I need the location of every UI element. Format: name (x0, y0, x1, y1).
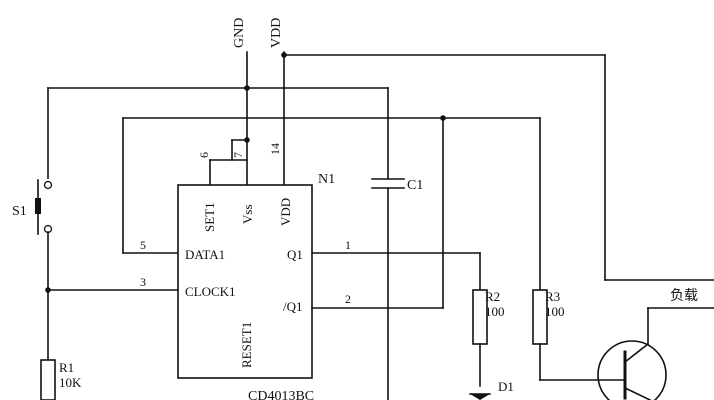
junction-dot (244, 85, 250, 91)
switch-contact (43, 180, 53, 190)
pin-vdd-label: VDD (278, 198, 293, 226)
pin-number-q: 1 (345, 238, 351, 252)
pin-vss-label: Vss (240, 204, 255, 224)
pin-data-label: DATA1 (185, 247, 225, 262)
capacitor-c1: C1 (371, 178, 423, 400)
set-pin-wire (209, 137, 250, 186)
pin-set-label: SET1 (202, 202, 217, 232)
resistor-r1: R1 10K (40, 359, 82, 400)
vdd-label: VDD (269, 18, 284, 48)
pin-qbar-label: /Q1 (283, 299, 303, 314)
pin-clock-label: CLOCK1 (185, 284, 236, 299)
gnd-label: GND (232, 18, 247, 48)
pin-number-vss: 7 (231, 152, 245, 158)
pin-number-set: 6 (197, 152, 211, 158)
gnd-rail: GND (232, 18, 248, 189)
ic-part-label: CD4013BC (248, 389, 314, 400)
r1-body (40, 359, 56, 400)
resistor-r3: R3 100 (532, 289, 626, 381)
switch-s1: S1 (12, 179, 53, 235)
gnd-top-wire (47, 85, 389, 179)
r1-ref-label: R1 (59, 360, 74, 375)
d1-label: D1 (498, 379, 514, 394)
pin-number-data: 5 (140, 238, 146, 252)
load-label: 负载 (670, 288, 698, 304)
vdd-rail: VDD (269, 18, 285, 189)
vdd-to-load-wire (281, 52, 714, 281)
pin-reset-label: RESET1 (239, 322, 254, 368)
r2-ref-label: R2 (485, 289, 500, 304)
junction-dot (281, 52, 287, 58)
clock-wire (45, 231, 179, 361)
ic-body (177, 184, 313, 379)
load-wire: 负载 (647, 288, 714, 309)
switch-contact (43, 224, 53, 234)
r2-value-label: 100 (485, 304, 505, 319)
q-output-wire (311, 252, 481, 291)
pin-q-label: Q1 (287, 247, 303, 262)
r3-ref-label: R3 (545, 289, 560, 304)
data-feedback-wire (122, 115, 541, 309)
r1-value-label: 10K (59, 375, 82, 390)
r3-value-label: 100 (545, 304, 565, 319)
pin-number-qbar: 2 (345, 292, 351, 306)
transistor-body (597, 340, 667, 400)
ic-ref-label: N1 (318, 172, 335, 187)
pin-number-vdd: 14 (268, 143, 282, 155)
diode-d1: D1 (469, 379, 514, 400)
c1-label: C1 (407, 178, 423, 193)
transistor (597, 307, 667, 400)
pin-number-clock: 3 (140, 275, 146, 289)
resistor-r2: R2 100 (472, 289, 505, 387)
s1-label: S1 (12, 204, 27, 219)
ic-n1: N1 CD4013BC SET1 Vss VDD 6 7 14 DATA1 CL… (140, 143, 351, 400)
